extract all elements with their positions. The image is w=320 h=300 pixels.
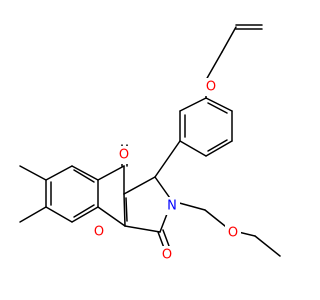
allyloxy-oxygen-label: O <box>206 80 216 95</box>
atom-labels: O O N O O O <box>91 78 241 264</box>
bond <box>221 26 237 53</box>
lactam-oxygen-label: O <box>162 248 172 263</box>
bond <box>125 197 128 222</box>
ring-oxygen-label: O <box>94 225 104 240</box>
bond <box>123 193 126 227</box>
bond <box>45 206 73 223</box>
bond <box>71 165 99 181</box>
bond <box>73 204 95 218</box>
bond <box>19 206 47 223</box>
bond <box>162 229 170 247</box>
bond <box>179 97 207 112</box>
bond <box>45 165 73 181</box>
methoxy-oxygen-label: O <box>228 226 238 241</box>
bond <box>124 225 161 233</box>
bond-lines <box>19 24 281 257</box>
bond <box>205 140 233 157</box>
bond <box>179 140 207 157</box>
bond <box>71 206 99 223</box>
bond <box>123 176 156 195</box>
bond <box>97 206 126 227</box>
lactam-nitrogen-label: N <box>167 199 177 214</box>
bond <box>157 231 165 249</box>
bond <box>19 165 47 181</box>
bond <box>205 51 223 81</box>
bond <box>73 169 95 183</box>
bond <box>254 235 281 257</box>
ketone-oxygen-label: O <box>119 148 129 163</box>
bond <box>207 102 228 114</box>
molecule-structure-drawing: O O N O O O <box>19 24 281 264</box>
bond <box>205 97 233 112</box>
bond <box>97 165 125 181</box>
bond <box>154 140 181 178</box>
bond <box>207 139 228 152</box>
